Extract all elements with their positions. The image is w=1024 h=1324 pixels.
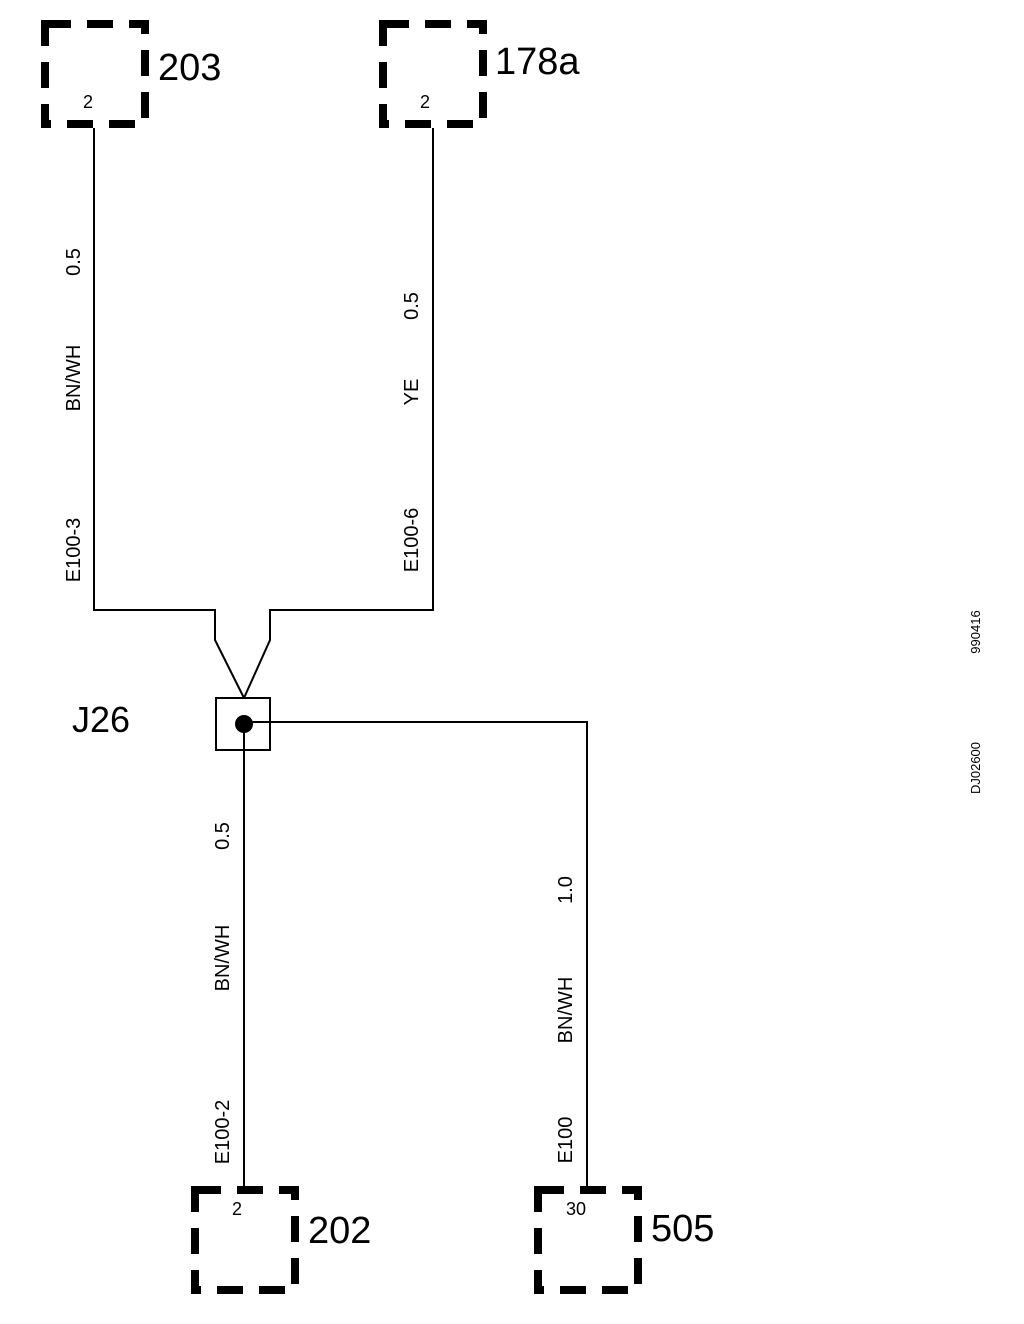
component-202: 2 202: [191, 1186, 371, 1294]
wire-203-to-j26: [93, 128, 245, 699]
component-178a-box: [379, 20, 487, 128]
wire-202-size: 0.5: [212, 822, 234, 850]
wire-203-color: BN/WH: [63, 345, 85, 412]
component-202-label: 202: [308, 1210, 371, 1252]
component-202-pin: 2: [232, 1199, 242, 1219]
component-505-label: 505: [651, 1208, 714, 1250]
component-203-box: [41, 20, 149, 128]
junction-box: [215, 697, 271, 751]
component-505-box: [534, 1186, 642, 1294]
component-178a-pin: 2: [420, 92, 430, 112]
wire-178a-connector: E100-6: [401, 508, 423, 573]
wire-178a-labels: 0.5 YE E100-6: [401, 292, 423, 572]
wire-j26-to-505: [244, 721, 588, 1190]
wire-505-color: BN/WH: [555, 977, 577, 1044]
junction-dot: [235, 715, 253, 733]
wire-505-connector: E100: [555, 1117, 577, 1164]
component-203-label: 203: [158, 47, 221, 89]
junction-label: J26: [72, 699, 130, 740]
wire-505-size: 1.0: [555, 876, 577, 904]
component-178a-label: 178a: [495, 41, 580, 83]
component-202-box: [191, 1186, 299, 1294]
wire-178a-color: YE: [401, 379, 423, 406]
diagram-code-1: 990416: [968, 610, 983, 653]
component-505: 30 505: [534, 1186, 714, 1294]
wire-202-labels: 0.5 BN/WH E100-2: [212, 822, 234, 1164]
wire-505-labels: 1.0 BN/WH E100: [555, 876, 577, 1163]
wire-203-labels: 0.5 BN/WH E100-3: [63, 248, 85, 582]
wire-203-size: 0.5: [63, 248, 85, 276]
component-203: 2 203: [41, 20, 221, 128]
component-178a: 2 178a: [379, 20, 580, 128]
component-203-pin: 2: [83, 92, 93, 112]
wire-178a-size: 0.5: [401, 292, 423, 320]
wire-203-connector: E100-3: [63, 518, 85, 583]
component-505-pin: 30: [566, 1199, 586, 1219]
wire-178a-to-j26: [243, 128, 434, 699]
diagram-code-2: DJ02600: [968, 742, 983, 794]
wire-202-color: BN/WH: [212, 925, 234, 992]
junction-j26: J26: [72, 697, 271, 751]
wire-202-connector: E100-2: [212, 1100, 234, 1165]
